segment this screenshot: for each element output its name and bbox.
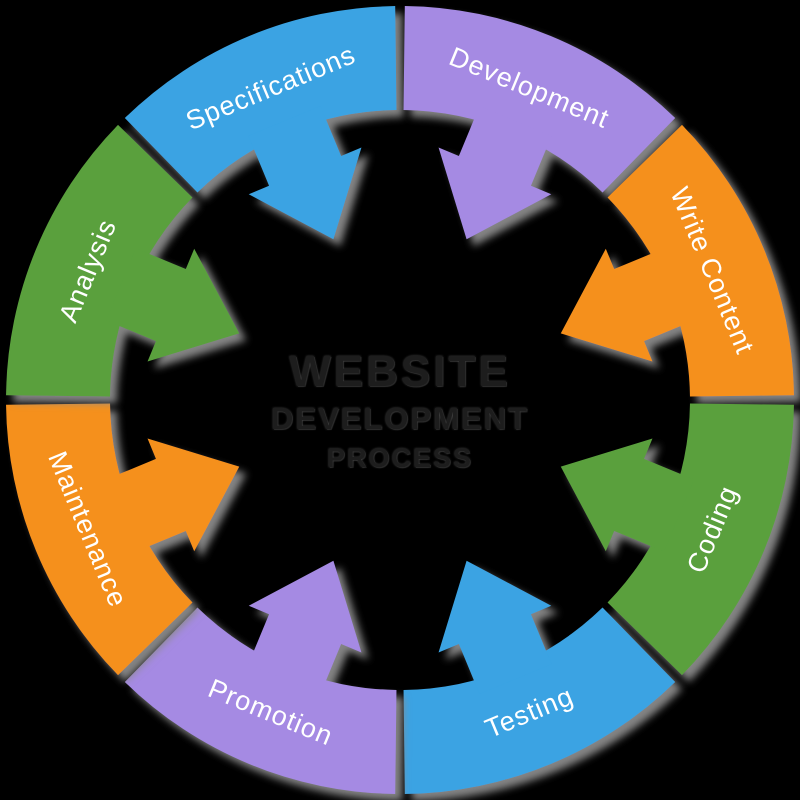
segment-development bbox=[403, 6, 676, 240]
write-content-band bbox=[607, 124, 794, 397]
center-title: WEBSITE DEVELOPMENT PROCESS bbox=[0, 350, 800, 472]
write-content-inward-arrow bbox=[560, 248, 694, 362]
segments-layer bbox=[6, 6, 794, 794]
testing-band bbox=[403, 607, 676, 794]
segment-testing bbox=[403, 560, 676, 794]
segment-promotion bbox=[124, 560, 397, 794]
promotion-inward-arrow bbox=[248, 560, 362, 694]
testing-inward-arrow bbox=[438, 560, 552, 694]
analysis-inward-arrow bbox=[106, 248, 240, 362]
specifications-band bbox=[124, 6, 397, 193]
maintenance-band bbox=[6, 403, 193, 676]
title-line-website: WEBSITE bbox=[289, 347, 511, 396]
specifications-inward-arrow bbox=[248, 106, 362, 240]
promotion-band bbox=[124, 607, 397, 794]
development-band bbox=[403, 6, 676, 193]
segment-maintenance bbox=[6, 403, 240, 676]
development-inward-arrow bbox=[438, 106, 552, 240]
segment-analysis bbox=[6, 124, 240, 397]
segment-write-content bbox=[560, 124, 794, 397]
coding-band bbox=[607, 403, 794, 676]
segment-specifications bbox=[124, 6, 397, 240]
segment-coding bbox=[560, 403, 794, 676]
maintenance-inward-arrow bbox=[106, 438, 240, 552]
analysis-band bbox=[6, 124, 193, 397]
coding-inward-arrow bbox=[560, 438, 694, 552]
title-line-development: DEVELOPMENT bbox=[271, 401, 529, 436]
title-line-process: PROCESS bbox=[326, 443, 474, 473]
